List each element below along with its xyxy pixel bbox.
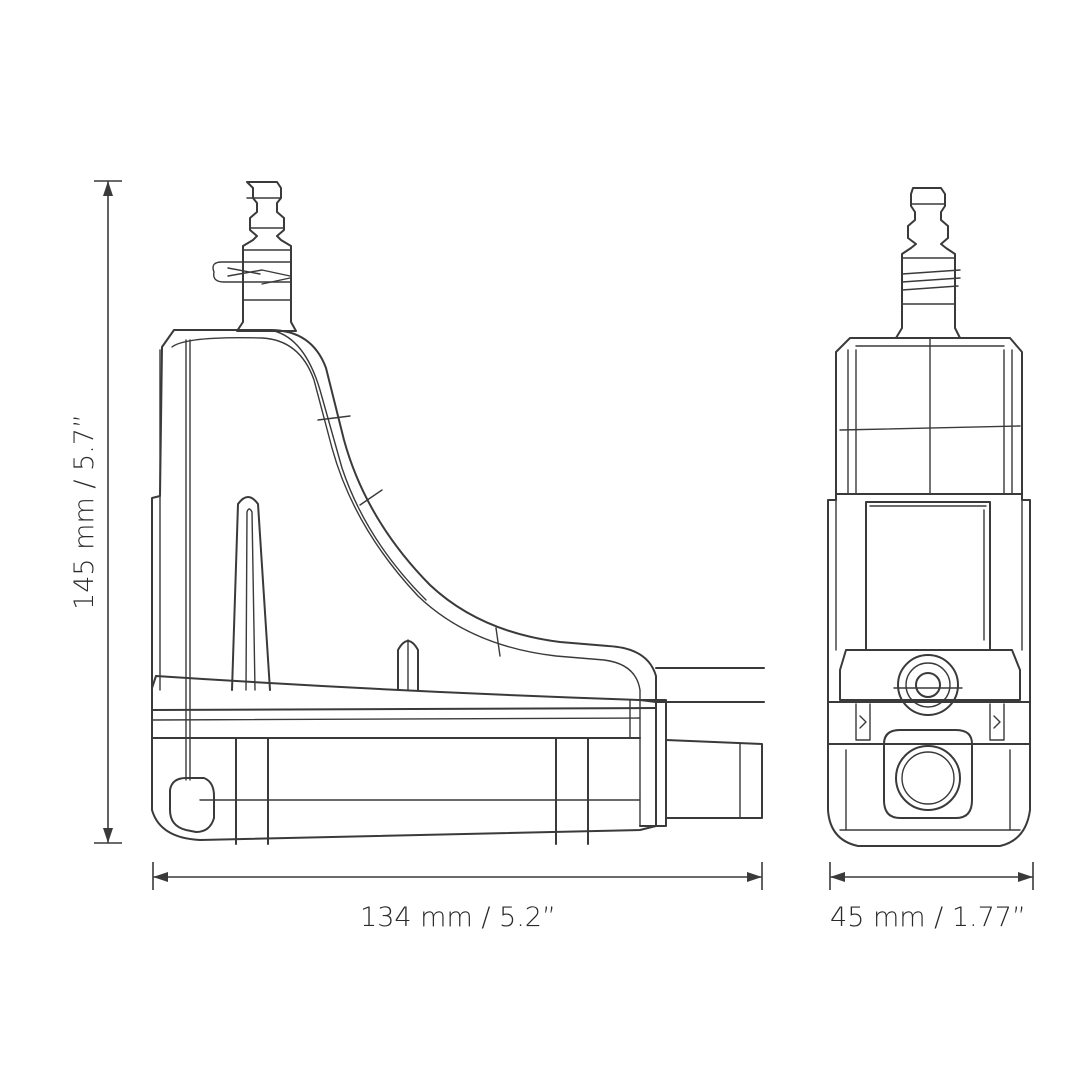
width-label: 134 mm / 5.2” xyxy=(360,902,556,933)
width-dimension: 134 mm / 5.2” xyxy=(152,862,763,933)
front-body-outline xyxy=(827,337,1031,847)
front-outlet-nozzle xyxy=(895,187,961,339)
front-window xyxy=(865,501,991,651)
front-lower-port xyxy=(883,729,973,819)
side-body-outline xyxy=(151,329,657,841)
depth-label: 45 mm / 1.77” xyxy=(830,902,1026,933)
front-upper-port xyxy=(839,649,1021,716)
outlet-nozzle xyxy=(212,181,297,332)
height-dimension: 145 mm / 5.7” xyxy=(69,180,122,844)
depth-dimension: 45 mm / 1.77” xyxy=(829,862,1034,933)
height-label: 145 mm / 5.7” xyxy=(69,414,100,610)
pump-side-view xyxy=(151,181,765,845)
pump-front-view xyxy=(827,187,1031,847)
